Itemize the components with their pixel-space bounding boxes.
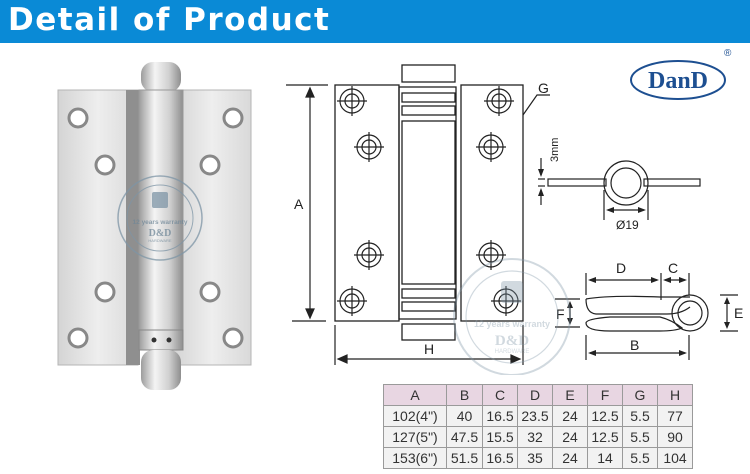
cell: 127(5") [383,426,447,448]
table-row: 102(4") 40 16.5 23.5 24 12.5 5.5 77 [383,405,693,427]
col-header: B [446,384,483,406]
page-title: Detail of Product [8,2,331,38]
svg-text:H: H [424,341,434,357]
cell: 47.5 [446,426,483,448]
svg-text:A: A [294,196,304,212]
svg-text:C: C [668,260,678,276]
cell: 16.5 [482,405,518,427]
svg-text:HARDWARE: HARDWARE [148,238,172,243]
svg-text:D: D [616,260,626,276]
technical-drawing: A H G 3mm Ø19 [286,64,743,375]
cell: 77 [657,405,693,427]
col-header: G [622,384,658,406]
col-header: D [517,384,553,406]
cell: 5.5 [622,405,658,427]
table-row: 153(6") 51.5 16.5 35 24 14 5.5 104 [383,447,693,469]
svg-text:12 years warranty: 12 years warranty [474,319,550,329]
cell: 24 [552,405,588,427]
col-header: H [657,384,693,406]
svg-text:F: F [556,306,565,322]
cell: 40 [446,405,483,427]
cell: 35 [517,447,553,469]
logo-text: DanD [648,68,708,94]
cell: 102(4") [383,405,447,427]
cell: 153(6") [383,447,447,469]
table-header-row: A B C D E F G H [383,384,693,406]
cell: 14 [587,447,623,469]
cell: 32 [517,426,553,448]
svg-text:12 years warranty: 12 years warranty [133,219,188,226]
header-banner: Detail of Product [0,0,750,43]
svg-text:Ø19: Ø19 [616,218,639,232]
cell: 104 [657,447,693,469]
svg-text:D&D: D&D [149,228,172,239]
svg-text:HARDWARE: HARDWARE [495,349,530,355]
svg-text:D&D: D&D [495,333,529,349]
cell: 24 [552,426,588,448]
col-header: A [383,384,447,406]
cell: 12.5 [587,405,623,427]
dand-logo: DanD [630,60,726,100]
cell: 24 [552,447,588,469]
cell: 16.5 [482,447,518,469]
registered-mark: ® [724,48,732,59]
cell: 5.5 [622,447,658,469]
cell: 15.5 [482,426,518,448]
table-row: 127(5") 47.5 15.5 32 24 12.5 5.5 90 [383,426,693,448]
col-header: C [482,384,518,406]
cell: 5.5 [622,426,658,448]
product-photo-hinge: 12 years warranty D&D HARDWARE [57,62,252,390]
svg-text:E: E [734,305,743,321]
spec-table: A B C D E F G H 102(4") 40 16.5 23.5 24 … [383,384,693,469]
cell: 12.5 [587,426,623,448]
cell: 90 [657,426,693,448]
svg-text:3mm: 3mm [549,138,561,162]
watermark-stamp-drawing: 12 years warranty D&D HARDWARE [453,258,571,375]
svg-text:B: B [630,337,639,353]
watermark-stamp: 12 years warranty D&D HARDWARE [117,175,203,261]
col-header: F [587,384,623,406]
cell: 23.5 [517,405,553,427]
cell: 51.5 [446,447,483,469]
svg-text:G: G [538,80,549,96]
col-header: E [552,384,588,406]
